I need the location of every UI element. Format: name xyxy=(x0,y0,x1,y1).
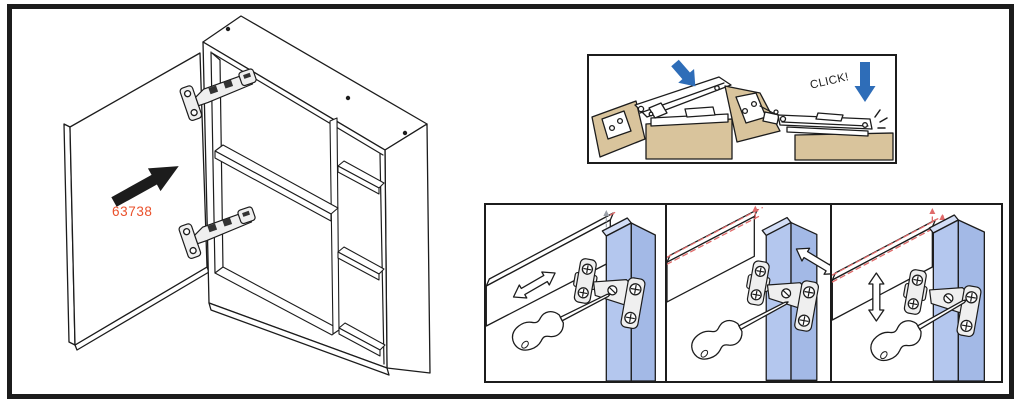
hinge-arm-open xyxy=(634,76,732,119)
cabinet-figure xyxy=(63,15,431,376)
cabinet-piece xyxy=(794,132,894,161)
click-panel xyxy=(587,54,897,164)
adjust-step-1 xyxy=(486,205,665,381)
press-arrow-icon xyxy=(854,62,876,102)
door-panel xyxy=(601,217,656,381)
cabinet-body xyxy=(202,15,431,376)
click-step-open xyxy=(591,59,733,160)
page-border xyxy=(7,4,1014,399)
click-step-closed xyxy=(724,62,894,161)
cabinet-side-shelves xyxy=(337,160,386,357)
adjust-panel xyxy=(484,203,1003,383)
click-panel-figure xyxy=(591,59,894,161)
alignment-dashes-red xyxy=(609,210,618,216)
assembly-hole-dots xyxy=(225,26,408,136)
cabinet-door xyxy=(63,52,210,351)
wood-panel xyxy=(832,219,937,321)
press-arrow-icon xyxy=(671,59,696,87)
part-number-label: 63738 xyxy=(112,204,153,219)
click-spark-lines xyxy=(874,109,888,129)
cabinet-middle-shelf xyxy=(214,144,339,222)
adjust-step-2 xyxy=(664,205,831,381)
adjust-step-3 xyxy=(830,205,1001,381)
close-direction-arrow-icon xyxy=(111,166,179,207)
alignment-dashes-red xyxy=(666,205,763,265)
wood-panel xyxy=(666,209,758,303)
hinge-arm-closed xyxy=(759,105,873,137)
